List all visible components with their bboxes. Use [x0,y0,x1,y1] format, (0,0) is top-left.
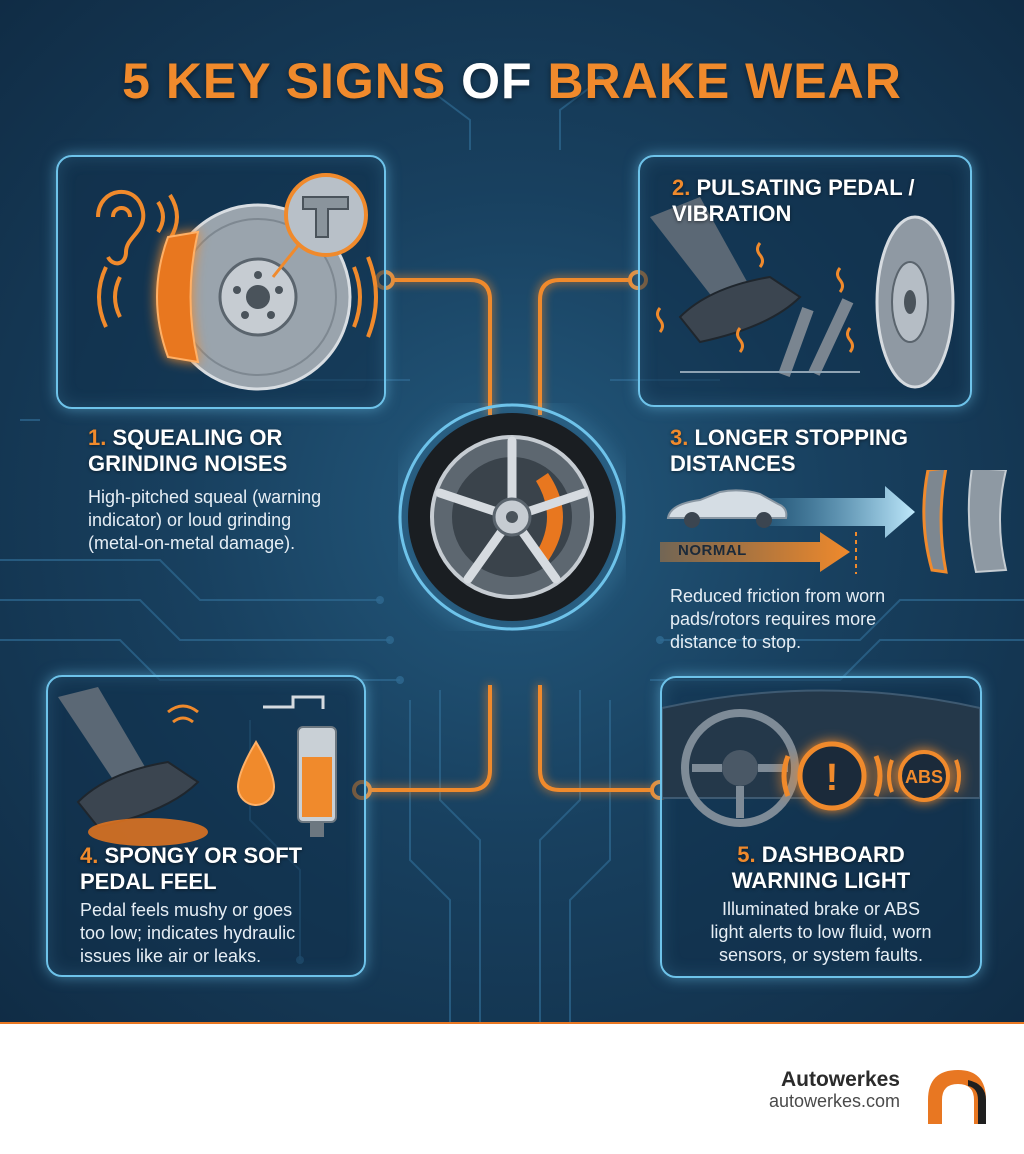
svg-text:ABS: ABS [905,767,943,787]
footer-divider [0,1022,1024,1024]
sign-2-heading: 2. PULSATING PEDAL /VIBRATION [672,175,915,226]
brake-warning-icon: ! [781,741,883,811]
wear-indicator-zoom [271,173,368,278]
stopping-distance-illustration [660,470,1008,574]
svg-text:!: ! [826,757,839,799]
footer [0,1026,1024,1154]
infographic-poster: 5 KEY SIGNS OF BRAKE WEAR [0,0,1024,1024]
wheel-icon [398,403,626,631]
abs-warning-icon: ABS [887,750,961,802]
pulsating-pedal-illustration [650,197,955,389]
fluid-drop-icon [236,740,276,806]
normal-distance-label: NORMAL [678,542,747,559]
sign-2-card: 2. PULSATING PEDAL /VIBRATION [638,155,972,407]
page-title: 5 KEY SIGNS OF BRAKE WEAR [122,53,902,109]
caliper-icon [156,230,200,364]
car-icon [666,489,788,528]
sign-1-illustration-card [56,155,386,409]
spongy-pedal-illustration [58,687,337,846]
rotor-icon [875,215,955,389]
autowerkes-logo [928,1070,986,1124]
steering-wheel-icon [681,709,799,827]
brake-pad-icon [922,470,1008,574]
foot-pedal-icon [58,687,208,846]
brand-name: Autowerkes [780,1068,900,1091]
foot-pedal-icon [650,197,860,377]
brake-disc-icon [164,203,352,391]
brand-url[interactable]: autowerkes.com [768,1091,900,1111]
reservoir-icon [263,695,337,837]
dashboard-illustration: ! ABS [662,689,980,827]
squeal-illustration [96,173,378,391]
